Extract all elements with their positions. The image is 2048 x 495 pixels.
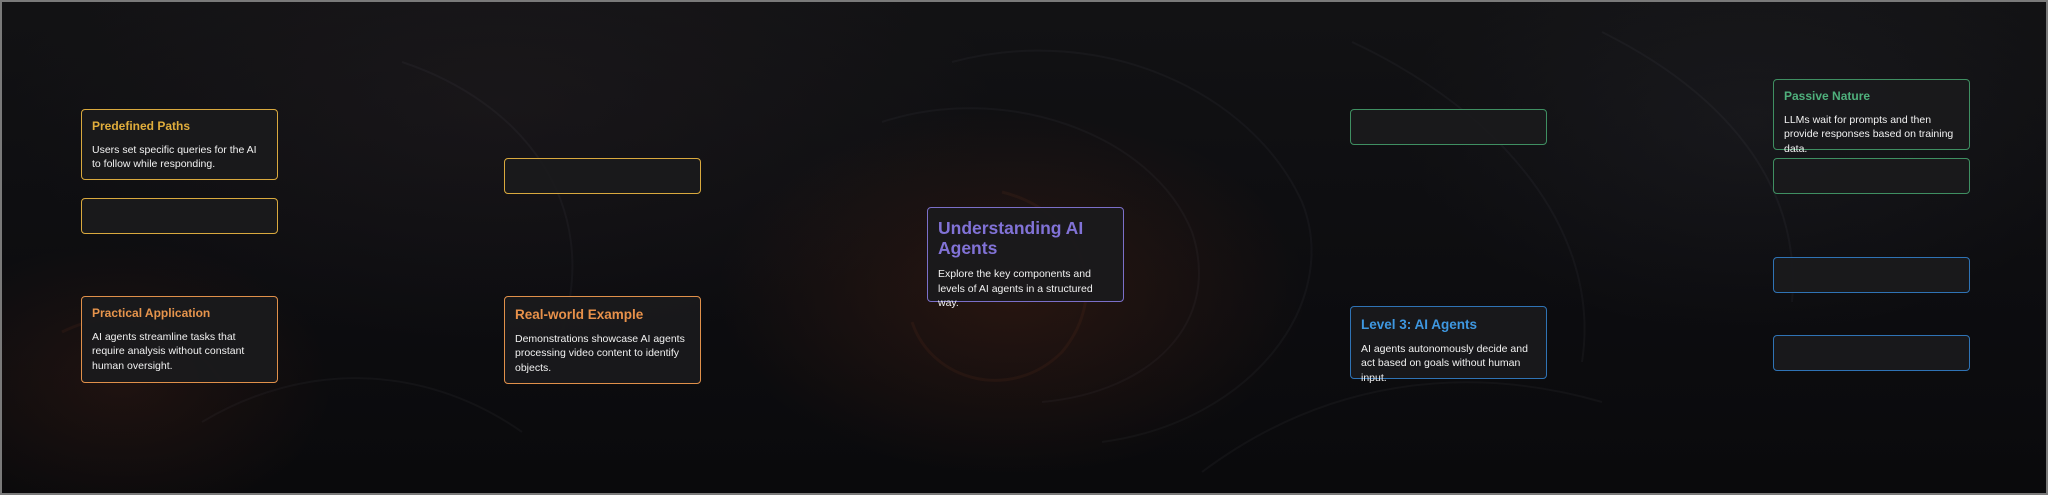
card-description: LLMs wait for prompts and then provide r… — [1784, 113, 1954, 155]
card-practical-application: Practical Application AI agents streamli… — [81, 296, 278, 383]
card-empty-yellow — [81, 198, 278, 234]
card-description: AI agents autonomously decide and act ba… — [1361, 342, 1528, 384]
card-description: Demonstrations showcase AI agents proces… — [515, 332, 685, 374]
card-empty-green-2 — [1773, 158, 1970, 194]
card-empty-blue — [1773, 257, 1970, 293]
card-level3-ai-agents: Level 3: AI Agents AI agents autonomousl… — [1350, 306, 1547, 384]
card-real-world-example: Real-world Example Demonstrations showca… — [504, 296, 701, 384]
card-title: Level 3: AI Agents — [1361, 317, 1478, 332]
card-predefined-paths: Predefined Paths Users set specific quer… — [81, 109, 278, 180]
center-title: Understanding AI Agents — [938, 218, 1084, 259]
card-description: AI agents streamline tasks that require … — [92, 330, 245, 372]
card-description: Users set specific queries for the AI to… — [92, 143, 257, 171]
card-empty-blue-2 — [1773, 335, 1970, 371]
center-description: Explore the key components and levels of… — [938, 268, 1093, 310]
card-title: Practical Application — [92, 306, 211, 320]
card-title: Passive Nature — [1784, 89, 1871, 103]
card-title: Predefined Paths — [92, 119, 191, 133]
center-node: Understanding AI Agents Explore the key … — [927, 207, 1124, 309]
card-empty-yellow-2 — [504, 158, 701, 194]
card-passive-nature: Passive Nature LLMs wait for prompts and… — [1773, 79, 1970, 155]
card-empty-green — [1350, 109, 1547, 145]
card-title: Real-world Example — [515, 307, 644, 322]
